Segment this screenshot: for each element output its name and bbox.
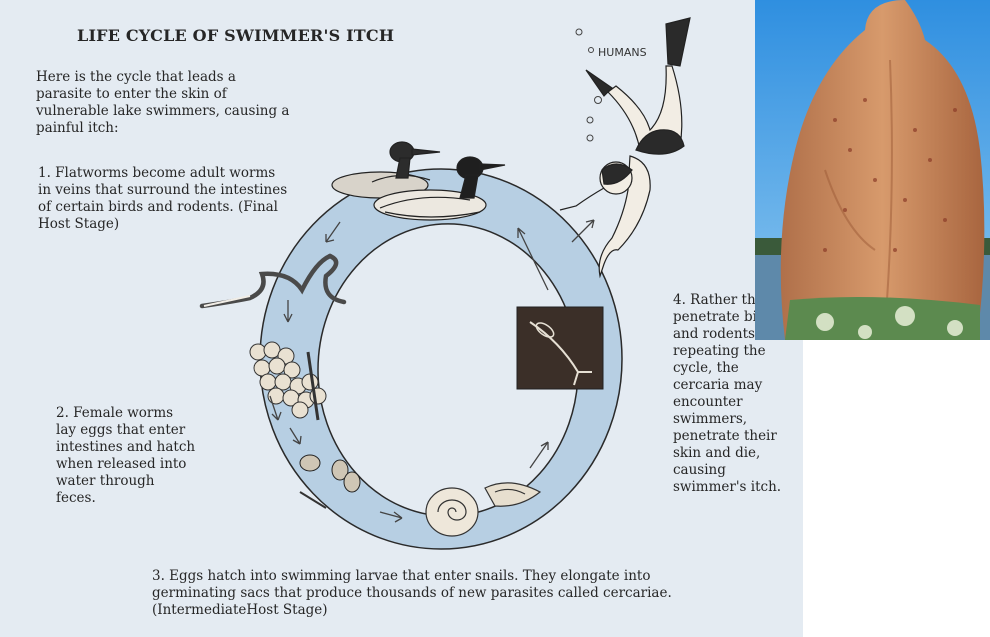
swimmers-itch-back-photo [755, 0, 990, 340]
diagram-panel: LIFE CYCLE OF SWIMMER'S ITCH Here is the… [0, 0, 803, 637]
life-cycle-diagram [0, 0, 803, 637]
humans-label: HUMANS [598, 46, 647, 59]
